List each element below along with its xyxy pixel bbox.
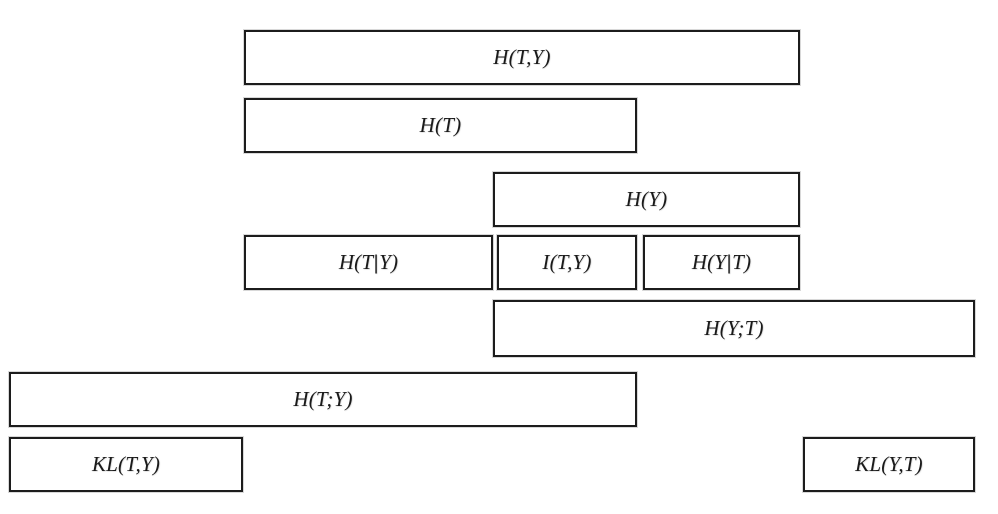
conditional-bar: |	[373, 250, 379, 274]
joint-entropy-label: H(T,Y)	[493, 45, 551, 69]
cross-entropy-y-t-box: H(Y;T)	[492, 299, 976, 358]
entropy-y-box: H(Y)	[492, 171, 801, 228]
cross-entropy-t-y-label: H(T;Y)	[293, 387, 353, 411]
joint-entropy-box: H(T,Y)	[243, 29, 801, 86]
conditional-bar: |	[726, 250, 732, 274]
kl-divergence-y-t-box: KL(Y,T)	[802, 436, 976, 493]
label-pre: H(Y	[691, 250, 727, 274]
kl-divergence-y-t-label: KL(Y,T)	[855, 452, 923, 476]
label-post: Y)	[379, 250, 399, 274]
mutual-information-label: I(T,Y)	[542, 250, 592, 274]
label-post: T)	[732, 250, 752, 274]
label-pre: H(T	[338, 250, 374, 274]
conditional-entropy-y-given-t-box: H(Y|T)	[642, 234, 801, 291]
entropy-y-label: H(Y)	[625, 187, 668, 211]
kl-divergence-t-y-label: KL(T,Y)	[91, 452, 161, 476]
conditional-entropy-t-given-y-box: H(T|Y)	[243, 234, 494, 291]
entropy-t-label: H(T)	[419, 113, 462, 137]
cross-entropy-y-t-label: H(Y;T)	[704, 316, 764, 340]
kl-divergence-t-y-box: KL(T,Y)	[8, 436, 244, 493]
entropy-t-box: H(T)	[243, 97, 638, 154]
conditional-entropy-t-given-y-label: H(T|Y)	[339, 250, 398, 275]
cross-entropy-t-y-box: H(T;Y)	[8, 371, 638, 428]
mutual-information-box: I(T,Y)	[496, 234, 638, 291]
conditional-entropy-y-given-t-label: H(Y|T)	[692, 250, 751, 275]
